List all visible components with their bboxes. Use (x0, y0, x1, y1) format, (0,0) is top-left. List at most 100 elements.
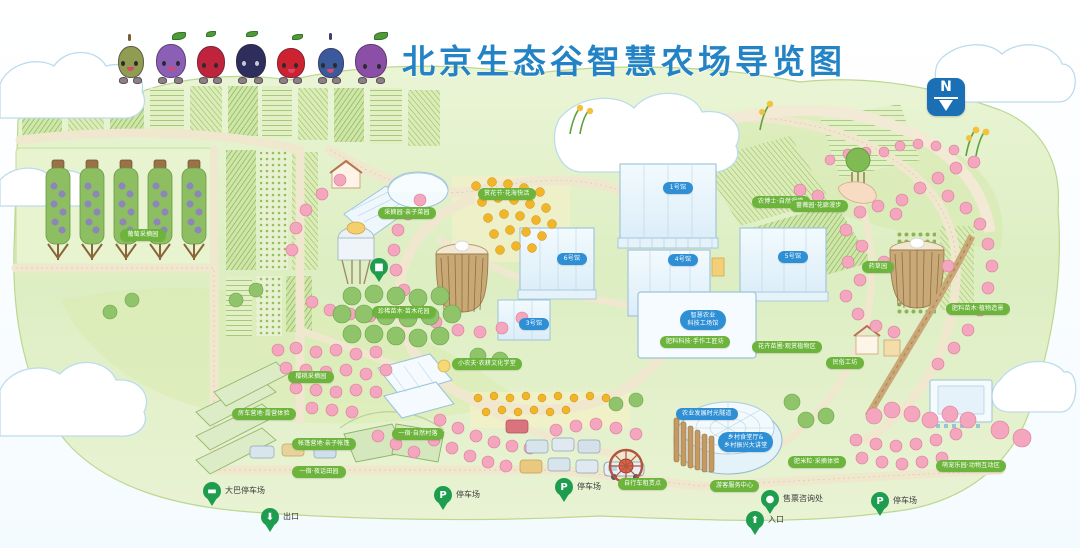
label-flower-nursery[interactable]: 花卉苗圃·观赏植物区 (752, 341, 822, 353)
parking-icon: P (555, 478, 573, 496)
apple-mascot (272, 32, 310, 84)
pin-parking-center-tail (559, 494, 569, 502)
label-nursery-garden[interactable]: 珍稀苗木·苗木花园 (372, 306, 436, 318)
label-grape-garden-line-1: 葡萄采摘园 (127, 231, 159, 238)
compass-north-letter: N (940, 79, 952, 95)
parking-icon: P (871, 492, 889, 510)
label-cherry-orchard-line-1: 樱桃采摘园 (295, 373, 327, 380)
pin-bus-parking[interactable]: ▬大巴停车场 (203, 482, 265, 506)
label-night-stay-2-line-1: 一宿·自然村落 (398, 430, 438, 437)
raspberry-mascot (192, 31, 230, 84)
blueberry-mascot (312, 32, 350, 84)
pin-service-center-label: 售票咨询处 (783, 494, 823, 503)
camera-icon: ■ (370, 258, 388, 276)
label-picking-garden[interactable]: 肥米粒·采摘体验 (788, 456, 846, 468)
label-bike-rental-line-1: 自行车租赁点 (624, 480, 662, 487)
pin-viewpoint-tail (374, 274, 384, 282)
pin-parking-west-label: 停车场 (456, 490, 480, 499)
parking-lot-cars (249, 419, 601, 474)
label-hall-1[interactable]: 1号馆 (663, 182, 693, 194)
kiwi-mascot (112, 32, 150, 84)
label-hall-4[interactable]: 4号馆 (668, 254, 698, 266)
pin-parking-west-tail (438, 502, 448, 510)
label-hall-6[interactable]: 6号馆 (557, 253, 587, 265)
label-picking-garden-line-1: 肥米粒·采摘体验 (794, 458, 840, 465)
entrance-icon: ⬆ (746, 511, 764, 529)
pin-parking-center[interactable]: P 停车场 (555, 478, 601, 502)
label-cherry-orchard[interactable]: 樱桃采摘园 (288, 371, 334, 383)
label-herb-garden[interactable]: 药草园 (862, 261, 894, 273)
label-rural-canteen-line-2: 乡村振兴大讲堂 (724, 442, 768, 449)
east-wood-dome (889, 237, 945, 309)
label-agri-science[interactable]: 智慧农业科技工场馆 (680, 310, 726, 330)
label-rural-canteen-line-1: 乡村食堂厅& (727, 434, 764, 441)
label-wetland-park-line-1: 肥料苗木·植物造景 (952, 305, 1004, 312)
pin-parking-center-label: 停车场 (577, 482, 601, 491)
label-tent-camp[interactable]: 帐篷营地·亲子帐篷 (292, 438, 356, 450)
label-agri-exhibit-line-1: 农业发展时光隧道 (682, 410, 732, 417)
carousel-structure (608, 448, 644, 484)
label-nature-class-line-1: 农博士·自然课堂 (758, 198, 804, 205)
label-farmer-school[interactable]: 小农夫·农耕文化学堂 (452, 358, 522, 370)
label-grape-garden[interactable]: 葡萄采摘园 (120, 229, 166, 241)
pin-service-center-tail (765, 506, 775, 514)
pin-exit-label: 出口 (283, 512, 299, 521)
pin-exit[interactable]: ⬇ 出口 (261, 508, 299, 532)
label-vegetable-garden[interactable]: 采摘园·亲子菜园 (378, 207, 436, 219)
pin-bus-parking-tail (207, 498, 217, 506)
folk-workshop-buildings (853, 324, 901, 357)
label-agri-science-line-2: 科技工场馆 (687, 320, 719, 327)
label-rv-camp[interactable]: 房车营地·露营体验 (232, 408, 296, 420)
label-ticket-office-tag-line-1: 游客服务中心 (716, 482, 754, 489)
label-ticket-office-tag[interactable]: 游客服务中心 (710, 480, 760, 492)
label-hall-3-line-1: 3号馆 (525, 320, 543, 327)
label-animal-farm[interactable]: 萌宠乐园·动物互动区 (936, 460, 1006, 472)
label-hall-3[interactable]: 3号馆 (519, 318, 549, 330)
pin-viewpoint[interactable]: ■ (370, 258, 388, 282)
label-herb-garden-line-1: 药草园 (868, 263, 888, 270)
label-rose-garden-line-1: 蔷薇园·花廊漫步 (796, 202, 842, 209)
label-night-stay-2[interactable]: 一宿·自然村落 (392, 428, 444, 440)
white-greenhouse-cluster (377, 353, 455, 419)
label-folk-workshop[interactable]: 民俗工坊 (826, 357, 864, 369)
pin-service-center[interactable]: ● 售票咨询处 (761, 490, 823, 514)
pin-parking-east-tail (875, 508, 885, 516)
pin-entrance[interactable]: ⬆入口 (746, 511, 784, 535)
label-flower-sea[interactable]: 赏花节·花海快活 (478, 188, 536, 200)
label-hall-5[interactable]: 5号馆 (778, 251, 808, 263)
label-agri-exhibit[interactable]: 农业发展时光隧道 (676, 408, 738, 420)
mascot-row (112, 26, 390, 84)
label-farmer-school-line-1: 小农夫·农耕文化学堂 (458, 360, 516, 367)
label-fertilizer-lab[interactable]: 肥料科技·手作工匠坊 (660, 336, 730, 348)
label-animal-farm-line-1: 萌宠乐园·动物互动区 (942, 462, 1000, 469)
label-fertilizer-lab-line-1: 肥料科技·手作工匠坊 (666, 338, 724, 345)
label-night-stay-1[interactable]: 一宿·夜话田园 (292, 466, 346, 478)
info-icon: ● (761, 490, 779, 508)
label-bike-rental[interactable]: 自行车租赁点 (618, 478, 668, 490)
pin-exit-tail (265, 524, 275, 532)
water-tower (337, 221, 375, 285)
label-night-stay-1-line-1: 一宿·夜话田园 (299, 468, 339, 475)
label-hall-6-line-1: 6号馆 (563, 255, 581, 262)
label-folk-workshop-line-1: 民俗工坊 (832, 359, 858, 366)
plum-mascot (152, 32, 190, 84)
label-rose-garden[interactable]: 蔷薇园·花廊漫步 (790, 200, 848, 212)
wooden-arch-bridge (864, 234, 976, 418)
grape-mascot (352, 32, 390, 84)
blackberry-mascot (232, 31, 270, 84)
label-wetland-park[interactable]: 肥料苗木·植物造景 (946, 303, 1010, 315)
label-nursery-garden-line-1: 珍稀苗木·苗木花园 (378, 308, 430, 315)
exit-icon: ⬇ (261, 508, 279, 526)
pin-bus-parking-label: 大巴停车场 (225, 486, 265, 495)
label-vegetable-garden-line-1: 采摘园·亲子菜园 (384, 209, 430, 216)
arch-greenhouse-row (195, 361, 289, 475)
label-rural-canteen[interactable]: 乡村食堂厅&乡村振兴大讲堂 (718, 432, 774, 452)
label-flower-nursery-line-1: 花卉苗圃·观赏植物区 (758, 343, 816, 350)
